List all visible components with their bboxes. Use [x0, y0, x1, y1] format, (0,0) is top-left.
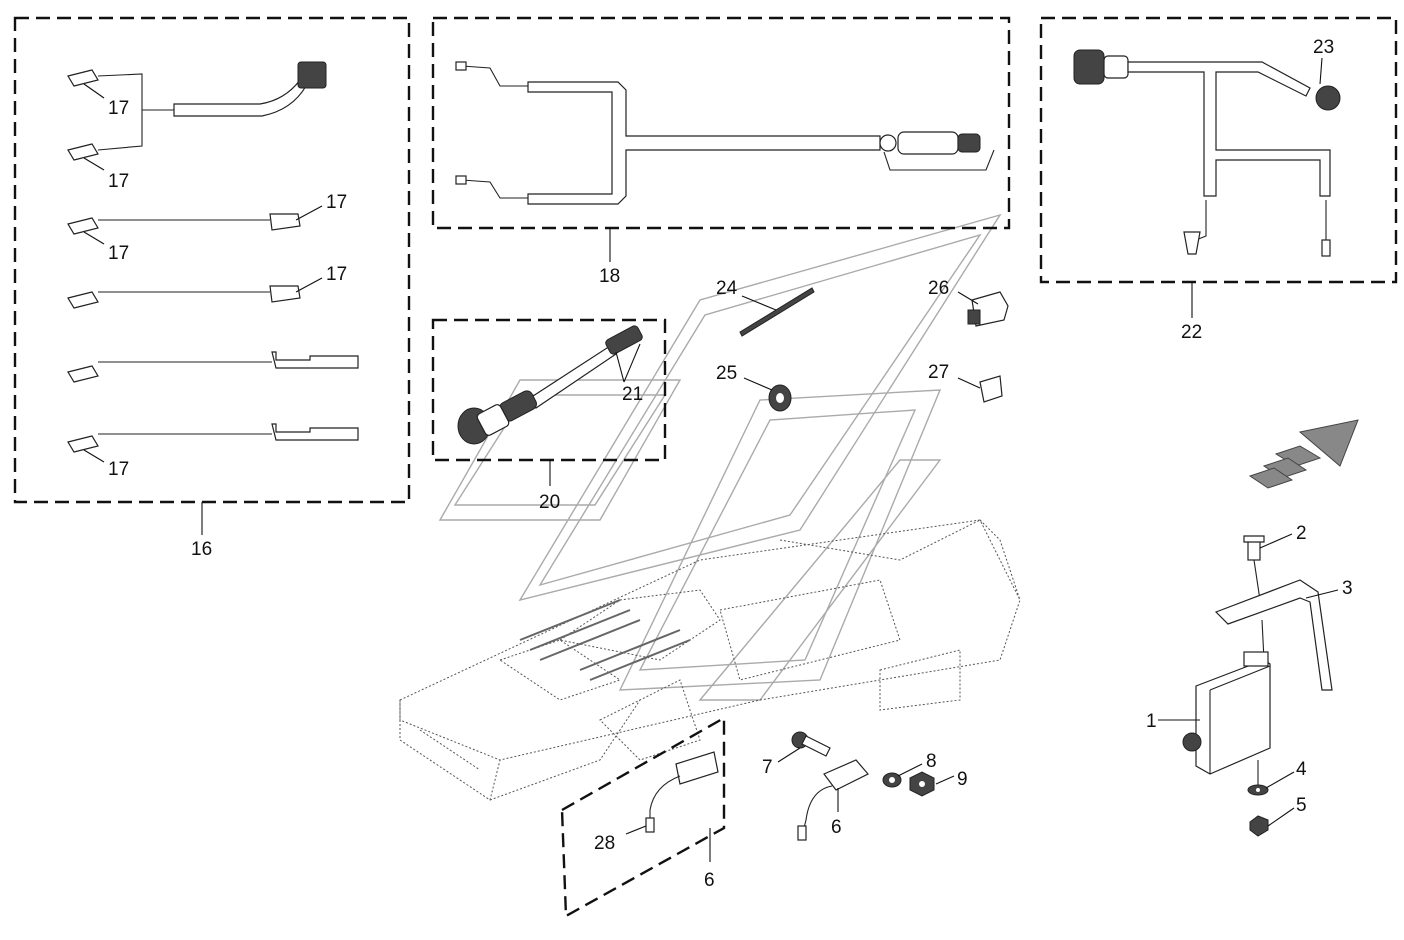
callout-28: 28 — [594, 833, 615, 854]
holder-26 — [957, 291, 1009, 327]
control-unit-assembly — [1158, 533, 1339, 837]
callout-17: 17 — [108, 98, 129, 119]
callout-4: 4 — [1296, 759, 1307, 780]
callout-2: 2 — [1296, 523, 1307, 544]
callout-22: 22 — [1181, 322, 1202, 343]
callout-18: 18 — [599, 266, 620, 287]
callout-7: 7 — [762, 757, 773, 778]
kit-18-box — [431, 16, 1011, 262]
callout-labels: 1 2 3 4 5 6 6 7 8 9 16 17 17 17 17 17 17… — [108, 37, 1353, 891]
callout-24: 24 — [716, 278, 738, 299]
callout-16: 16 — [191, 539, 212, 560]
kit-6-box — [560, 715, 726, 919]
fuse-27 — [957, 375, 1003, 403]
callout-5: 5 — [1296, 795, 1307, 816]
terminal-cables — [67, 61, 359, 463]
callout-17: 17 — [108, 459, 129, 480]
callout-9: 9 — [957, 769, 968, 790]
ground-plate-assembly — [777, 731, 955, 841]
grommet-25 — [743, 377, 792, 412]
callout-26: 26 — [928, 278, 949, 299]
callout-17: 17 — [108, 243, 129, 264]
kit-16-box — [13, 16, 411, 535]
callout-6-plate: 6 — [831, 817, 842, 838]
watermark-logo — [438, 213, 1002, 701]
cable-tie-24 — [739, 287, 815, 337]
direction-arrow-icon — [1248, 419, 1359, 489]
callout-3: 3 — [1342, 578, 1353, 599]
machine-frame — [399, 519, 1021, 801]
callout-8: 8 — [926, 751, 937, 772]
cable-20 — [457, 325, 643, 445]
kit-22-box — [1039, 16, 1398, 318]
callout-1: 1 — [1146, 711, 1157, 732]
callout-6-box: 6 — [704, 870, 715, 891]
kit-20-box — [431, 318, 667, 486]
callout-17: 17 — [326, 264, 347, 285]
callout-27: 27 — [928, 362, 949, 383]
callout-20: 20 — [539, 492, 560, 513]
callout-23: 23 — [1313, 37, 1334, 58]
harness-22 — [1073, 49, 1341, 257]
callout-21: 21 — [622, 384, 643, 405]
callout-17: 17 — [108, 171, 129, 192]
callout-25: 25 — [716, 363, 737, 384]
callout-17: 17 — [326, 192, 347, 213]
ground-cable-28 — [625, 751, 719, 835]
harness-18 — [455, 61, 995, 205]
